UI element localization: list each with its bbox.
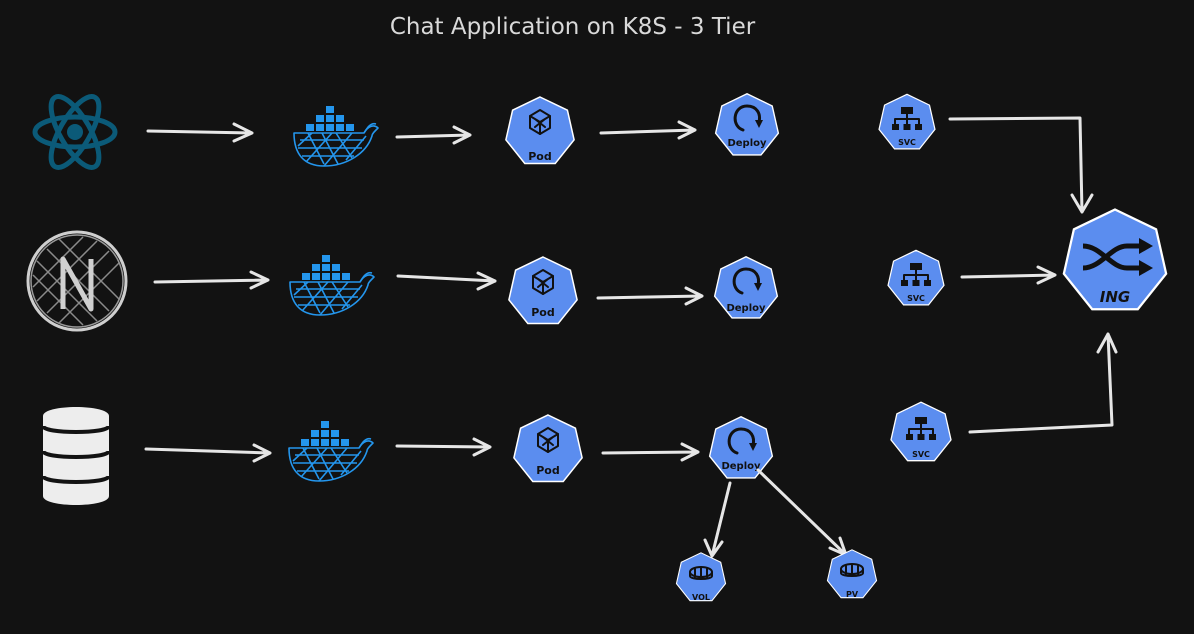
arrow-svc2-to-ing: [960, 265, 1057, 285]
arrow-nodejs-to-docker: [153, 270, 270, 290]
ing-node: ING: [1062, 208, 1168, 311]
deploy-node-3: Deploy: [708, 416, 774, 479]
vol-label: VOL: [692, 593, 710, 602]
pv-node: PV: [826, 549, 878, 599]
pv-label: PV: [846, 590, 859, 599]
svc-label: SVC: [907, 294, 925, 303]
database-icon: [41, 407, 111, 505]
pod-node-3: Pod: [513, 414, 583, 483]
deploy-label: Deploy: [727, 138, 767, 149]
deploy-node-2: Deploy: [713, 256, 779, 319]
arrow-react-to-docker: [146, 122, 254, 143]
svc-node-2: SVC: [887, 249, 945, 306]
arrow-docker-to-pod-3: [395, 437, 492, 457]
arrow-svc1-to-ing: [948, 116, 1094, 214]
deploy-node-1: Deploy: [714, 93, 780, 156]
shuffle-icon: [1082, 238, 1153, 276]
docker-icon: [293, 105, 379, 167]
svc-node-1: SVC: [878, 93, 936, 150]
svc-node-3: SVC: [890, 401, 952, 462]
react-icon: [32, 94, 118, 170]
arrow-pod-to-deploy-1: [599, 120, 697, 140]
arrow-svc3-to-ing: [968, 332, 1118, 434]
docker-icon: [289, 254, 375, 316]
pod-label: Pod: [531, 306, 555, 319]
arrow-deploy-to-vol: [703, 481, 732, 558]
arrow-pod-to-deploy-2: [596, 286, 704, 306]
deploy-label: Deploy: [726, 303, 766, 314]
ing-label: ING: [1100, 288, 1130, 306]
nodejs-icon: [26, 230, 128, 332]
arrow-docker-to-pod-2: [396, 271, 497, 291]
vol-node: VOL: [675, 552, 727, 602]
arrow-deploy-to-pv: [756, 468, 848, 557]
deploy-label: Deploy: [721, 461, 761, 472]
pod-node-1: Pod: [505, 96, 575, 165]
pod-label: Pod: [536, 464, 560, 477]
svc-label: SVC: [898, 138, 916, 147]
pod-node-2: Pod: [508, 256, 578, 325]
arrow-docker-to-pod-1: [395, 125, 472, 145]
arrow-pod-to-deploy-3: [601, 442, 700, 462]
docker-icon: [288, 420, 374, 482]
diagram-title: Chat Application on K8S - 3 Tier: [389, 14, 756, 40]
arrow-database-to-docker: [144, 443, 272, 463]
pod-label: Pod: [528, 150, 552, 163]
svc-label: SVC: [912, 450, 930, 459]
